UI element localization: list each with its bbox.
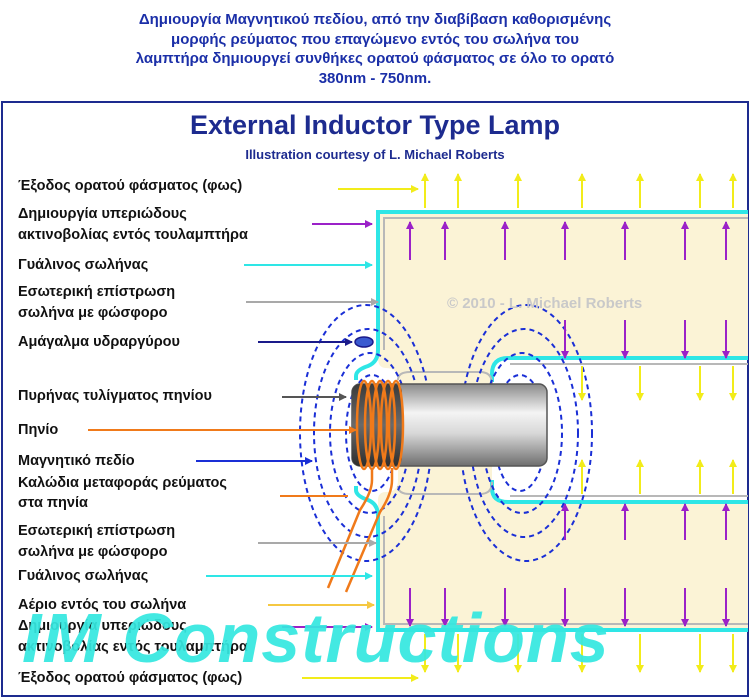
- uv-arrows-mid: [561, 320, 730, 540]
- label-glass-tube-bottom: Γυάλινος σωλήνας: [18, 568, 149, 584]
- uv-arrows-bottom: [406, 588, 730, 627]
- lamp-diagram: [1, 101, 749, 697]
- mercury-amalgam: [354, 336, 374, 348]
- header-line: μορφής ρεύματος που επαγώμενο εντός του …: [171, 30, 579, 48]
- label-magnetic-field: Μαγνητικό πεδίο: [18, 453, 135, 469]
- visible-light-arrows-mid: [578, 366, 737, 494]
- label-mercury-amalgam: Αμάγαλμα υδραργύρου: [18, 334, 180, 350]
- copyright-text: © 2010 - L. Michael Roberts: [447, 295, 643, 312]
- coil-windings: [355, 379, 405, 471]
- label-coil-core: Πυρήνας τυλίγματος πηνίου: [18, 388, 212, 404]
- header-line: λαμπτήρα δημιουργεί συνθήκες ορατού φάσμ…: [135, 50, 615, 67]
- label-coil: Πηνίο: [18, 422, 59, 438]
- label-uv-creation-bottom-2: ακτινοβολίας εντός τουλαμπτήρα: [18, 639, 248, 655]
- watermark-logo: IM Constructions: [22, 599, 610, 677]
- label-coil-leads-2: στα πηνία: [18, 495, 88, 511]
- label-uv-creation-top-1: Δημιουργία υπεριώδους: [18, 206, 187, 222]
- visible-light-arrows-top: [421, 173, 737, 208]
- diagram-title: External Inductor Type Lamp: [189, 110, 561, 140]
- label-visible-light-output-top: Έξοδος ορατού φάσματος (φως): [18, 178, 243, 194]
- label-visible-light-output-bottom: Έξοδος ορατού φάσματος (φως): [18, 670, 243, 686]
- label-pointers: [88, 185, 419, 682]
- coil-leads: [326, 468, 394, 593]
- header-line: 380nm - 750nm.: [318, 69, 432, 87]
- label-uv-creation-top-2: ακτινοβολίας εντός τουλαμπτήρα: [18, 227, 248, 243]
- label-coil-leads-1: Καλώδια μεταφοράς ρεύματος: [18, 475, 227, 491]
- visible-light-arrows-bottom: [421, 634, 737, 673]
- label-gas-inside-tube: Αέριο εντός του σωλήνα: [18, 597, 187, 613]
- header-caption: Δημιουργία Μαγνητικού πεδίου, από την δι…: [0, 0, 750, 100]
- label-phosphor-coating-top-2: σωλήνα με φώσφορο: [18, 305, 168, 321]
- label-phosphor-coating-bottom-2: σωλήνα με φώσφορο: [18, 544, 168, 560]
- uv-arrows-top: [406, 221, 730, 260]
- label-phosphor-coating-top-1: Εσωτερική επίστρωση: [18, 284, 176, 300]
- label-phosphor-coating-bottom-1: Εσωτερική επίστρωση: [18, 523, 176, 539]
- diagram-subtitle: Illustration courtesy of L. Michael Robe…: [245, 147, 505, 162]
- label-glass-tube-top: Γυάλινος σωλήνας: [18, 257, 149, 273]
- header-line: Δημιουργία Μαγνητικού πεδίου, από την δι…: [138, 11, 612, 28]
- label-uv-creation-bottom-1: Δημιουργία υπεριώδους: [18, 618, 187, 634]
- lamp-tube: [354, 210, 748, 632]
